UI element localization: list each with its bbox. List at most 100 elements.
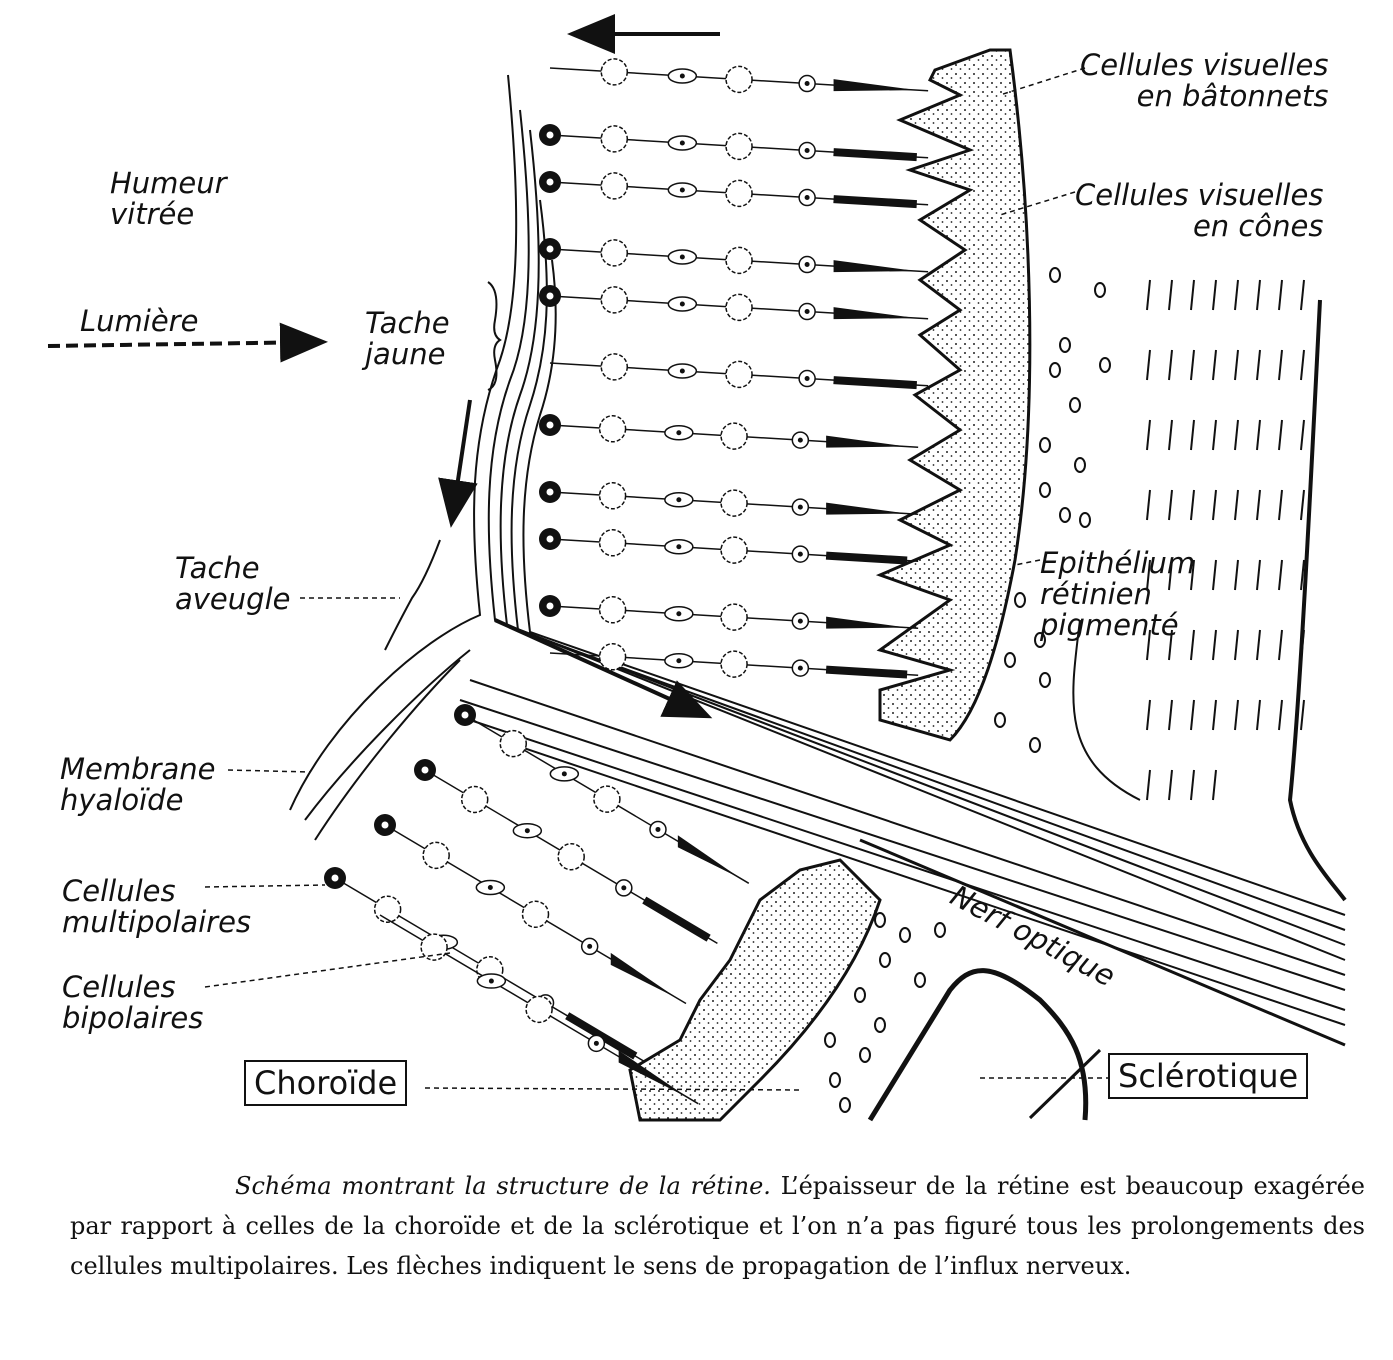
sclera-fiber xyxy=(1146,419,1151,451)
sclera-fiber xyxy=(1146,769,1151,801)
synapse-cluster xyxy=(422,841,450,870)
sclera-fiber xyxy=(1234,629,1239,661)
bipolar-nucleus xyxy=(679,140,685,146)
bipolar-nucleus xyxy=(561,771,567,777)
bipolar-nucleus xyxy=(679,73,685,79)
cone-cell xyxy=(610,952,677,999)
sclera-fiber xyxy=(1168,349,1173,381)
blood-vessel xyxy=(1069,397,1081,413)
sclera-fiber xyxy=(1168,419,1173,451)
synapse-cluster xyxy=(600,353,629,381)
label-sclera: Sclérotique xyxy=(1108,1053,1309,1099)
synapse-cluster xyxy=(521,900,550,928)
figure-caption: Schéma montrant la structure de la rétin… xyxy=(70,1166,1365,1286)
cone-cell xyxy=(833,260,917,273)
synapse-cluster xyxy=(420,933,448,961)
synapse-cluster xyxy=(720,422,748,450)
sclera-fiber xyxy=(1256,699,1261,731)
rod-cell xyxy=(833,148,917,162)
sclera-fiber xyxy=(1190,419,1195,451)
multipolar-nucleus xyxy=(421,766,429,774)
pigment-epithelium-upper xyxy=(875,48,1032,742)
sclera-fiber xyxy=(1300,699,1305,731)
blood-vessel xyxy=(829,1072,841,1088)
blind-spot-brace xyxy=(384,539,441,651)
bipolar-nucleus xyxy=(676,544,682,550)
blood-vessel xyxy=(1049,362,1061,378)
photoreceptor-dot xyxy=(797,437,803,443)
caption-title: Schéma montrant la structure de la rétin… xyxy=(235,1172,771,1200)
sclera-fiber xyxy=(1190,559,1195,591)
sclera-fiber xyxy=(1278,699,1283,731)
cell-rows xyxy=(324,58,929,1105)
cone-cell xyxy=(833,307,917,320)
photoreceptor-dot xyxy=(593,1040,599,1046)
blood-vessel xyxy=(1039,672,1051,688)
sclera-fiber xyxy=(1190,769,1195,801)
sclera-fiber xyxy=(1146,629,1151,661)
sclera-fiber xyxy=(1168,699,1173,731)
synapse-cluster xyxy=(720,489,748,517)
synapse-cluster xyxy=(557,842,585,871)
blood-vessel xyxy=(879,952,891,968)
multipolar-nucleus xyxy=(546,421,554,429)
blood-vessel xyxy=(994,712,1006,728)
synapse-cluster xyxy=(600,239,629,267)
bipolar-nucleus xyxy=(679,254,685,260)
photoreceptor-dot xyxy=(804,262,810,268)
sclera-fiber xyxy=(1212,559,1217,591)
blood-vessel xyxy=(914,972,926,988)
blood-vessel xyxy=(934,922,946,938)
sclera-fiber xyxy=(1212,629,1217,661)
synapse-cluster xyxy=(720,536,748,564)
photoreceptor-dot xyxy=(621,885,627,891)
label-choroid: Choroïde xyxy=(244,1060,408,1106)
sclera-fiber xyxy=(1300,349,1305,381)
synapse-cluster xyxy=(725,179,753,208)
bipolar-nucleus xyxy=(488,978,494,984)
nerve-fibers xyxy=(289,74,1347,1122)
rod-cell xyxy=(833,195,917,209)
sclera-fiber xyxy=(1256,279,1261,311)
sclera-fiber xyxy=(1190,629,1195,661)
blood-vessel xyxy=(859,1047,871,1063)
sclera-fiber xyxy=(1278,279,1283,311)
sclera-fiber xyxy=(1278,349,1283,381)
sclera-fiber xyxy=(1146,349,1151,381)
synapse-cluster xyxy=(499,729,527,758)
sclera-fibers xyxy=(1146,279,1305,801)
synapse-cluster xyxy=(598,482,627,510)
sclera-fiber xyxy=(1212,769,1217,801)
synapse-cluster xyxy=(725,65,753,94)
rod-cell xyxy=(833,376,917,390)
sclera-fiber xyxy=(1256,629,1261,661)
synapse-cluster xyxy=(598,596,627,624)
sclera-fiber xyxy=(1234,349,1239,381)
multipolar-nucleus xyxy=(546,292,554,300)
macula-brace xyxy=(487,281,502,391)
blood-vessel xyxy=(1079,512,1091,528)
sclera-fiber xyxy=(1256,559,1261,591)
synapse-cluster xyxy=(725,246,753,275)
sclera-fiber xyxy=(1146,699,1151,731)
sclera-fiber xyxy=(1168,629,1173,661)
synapse-cluster xyxy=(600,172,629,200)
leader-lines xyxy=(204,67,1110,1091)
photoreceptor-dot xyxy=(804,148,810,154)
sclera-fiber xyxy=(1190,279,1195,311)
cone-cell xyxy=(826,435,908,448)
sclera-fiber xyxy=(1212,489,1217,521)
photoreceptor-dot xyxy=(655,826,661,832)
caption-text: L’épaisseur de la rétine est beaucoup ex… xyxy=(70,1172,1365,1280)
bipolar-nucleus xyxy=(679,187,685,193)
sclera-fiber xyxy=(1256,419,1261,451)
sclera-fiber xyxy=(1300,279,1305,311)
sclera-fiber xyxy=(1234,419,1239,451)
sclera-fiber xyxy=(1234,559,1239,591)
synapse-cluster xyxy=(593,785,621,813)
sclera-fiber xyxy=(1168,769,1173,801)
blood-vessel xyxy=(1014,592,1026,608)
